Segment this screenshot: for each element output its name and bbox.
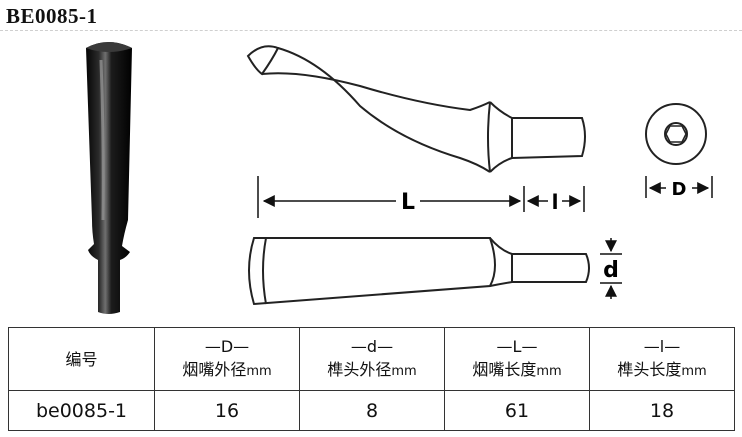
dim-l-label: l [552, 190, 559, 214]
dim-d-label: d [603, 258, 619, 283]
header-d: —d— 榫头外径mm [299, 327, 445, 391]
cell-l: 18 [589, 390, 735, 431]
product-illustration: L l D d [86, 42, 713, 314]
cell-D: 16 [154, 390, 300, 431]
cell-d: 8 [299, 390, 445, 431]
table-row: be0085-1 16 8 61 18 [8, 390, 735, 431]
cell-L: 61 [444, 390, 590, 431]
spec-table-header: 编号 —D— 烟嘴外径mm —d— 榫头外径mm —L— 烟嘴长度mm —l— … [8, 327, 735, 391]
spec-table: 编号 —D— 烟嘴外径mm —d— 榫头外径mm —L— 烟嘴长度mm —l— … [8, 327, 735, 431]
dim-L-label: L [401, 190, 415, 215]
header-code: 编号 [8, 327, 155, 391]
dim-D-label: D [672, 179, 687, 200]
straight-view-drawing [248, 237, 590, 306]
product-code-title: BE0085-1 [6, 4, 98, 28]
divider [0, 30, 742, 31]
side-view-drawing [246, 45, 586, 173]
stem-photo [86, 42, 132, 314]
header-L: —L— 烟嘴长度mm [444, 327, 590, 391]
header-D: —D— 烟嘴外径mm [154, 327, 300, 391]
end-view-drawing [645, 103, 707, 165]
dimension-lines [257, 176, 713, 299]
header-l: —l— 榫头长度mm [589, 327, 735, 391]
cell-code: be0085-1 [8, 390, 155, 431]
